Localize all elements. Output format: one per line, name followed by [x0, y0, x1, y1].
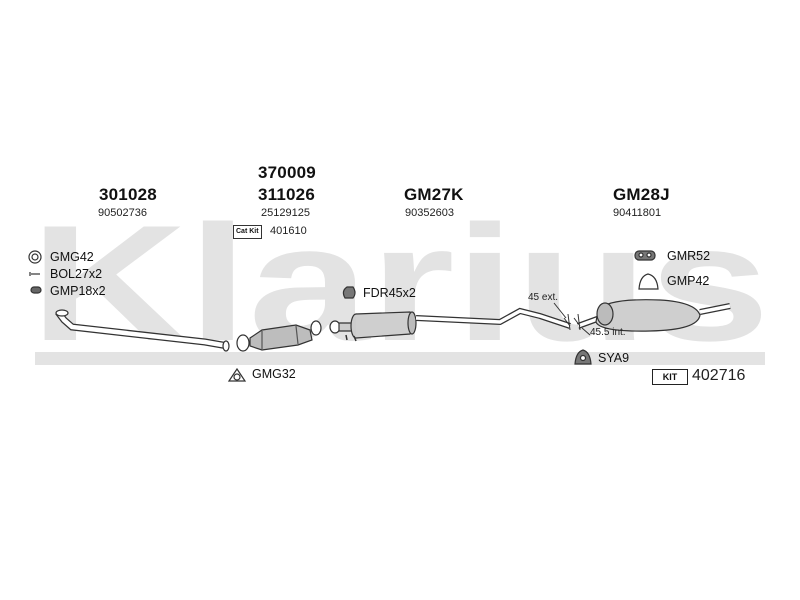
oe-number-front-pipe: 90502736: [98, 207, 147, 219]
label-gmg42: GMG42: [50, 250, 94, 264]
label-gmg32: GMG32: [252, 367, 296, 381]
cat-kit-badge: Cat Kit: [233, 225, 262, 239]
part-number-cat-top: 370009: [258, 163, 316, 182]
label-sya9: SYA9: [598, 351, 630, 365]
catalytic-converter-part: [236, 320, 322, 352]
oe-number-rear-silencer: 90411801: [613, 207, 662, 219]
cat-kit-number: 401610: [270, 225, 307, 237]
mounting-pad-icon: [30, 286, 42, 294]
label-fdr45x2: FDR45x2: [363, 286, 416, 300]
kit-number: 402716: [692, 367, 746, 384]
rear-silencer-part: [576, 299, 731, 332]
oe-number-cat: 25129125: [261, 207, 310, 219]
connector-part: [329, 320, 353, 334]
label-gmr52: GMR52: [667, 249, 711, 263]
dimension-ext: 45 ext.: [528, 292, 559, 303]
part-number-cat: 311026: [258, 185, 315, 204]
oe-number-center-silencer: 90352603: [405, 207, 454, 219]
label-bol27x2: BOL27x2: [50, 267, 103, 281]
part-number-rear-silencer: GM28J: [613, 185, 670, 204]
rubber-mount-icon: [634, 250, 656, 261]
part-number-front-pipe: 301028: [99, 185, 157, 204]
gasket-triangle-icon: [227, 367, 247, 382]
gasket-ring-icon: [28, 250, 42, 264]
hanger-icon: [638, 273, 659, 290]
label-gmp42: GMP42: [667, 274, 710, 288]
kit-badge: KIT: [652, 369, 688, 385]
center-silencer-part: [345, 307, 571, 342]
part-number-center-silencer: GM27K: [404, 185, 464, 204]
front-pipe-part: [55, 309, 230, 352]
label-gmp18x2: GMP18x2: [50, 284, 106, 298]
clamp-icon: [342, 286, 356, 299]
dimension-marks: [553, 302, 591, 336]
dimension-int: 45.5 int.: [590, 327, 626, 338]
